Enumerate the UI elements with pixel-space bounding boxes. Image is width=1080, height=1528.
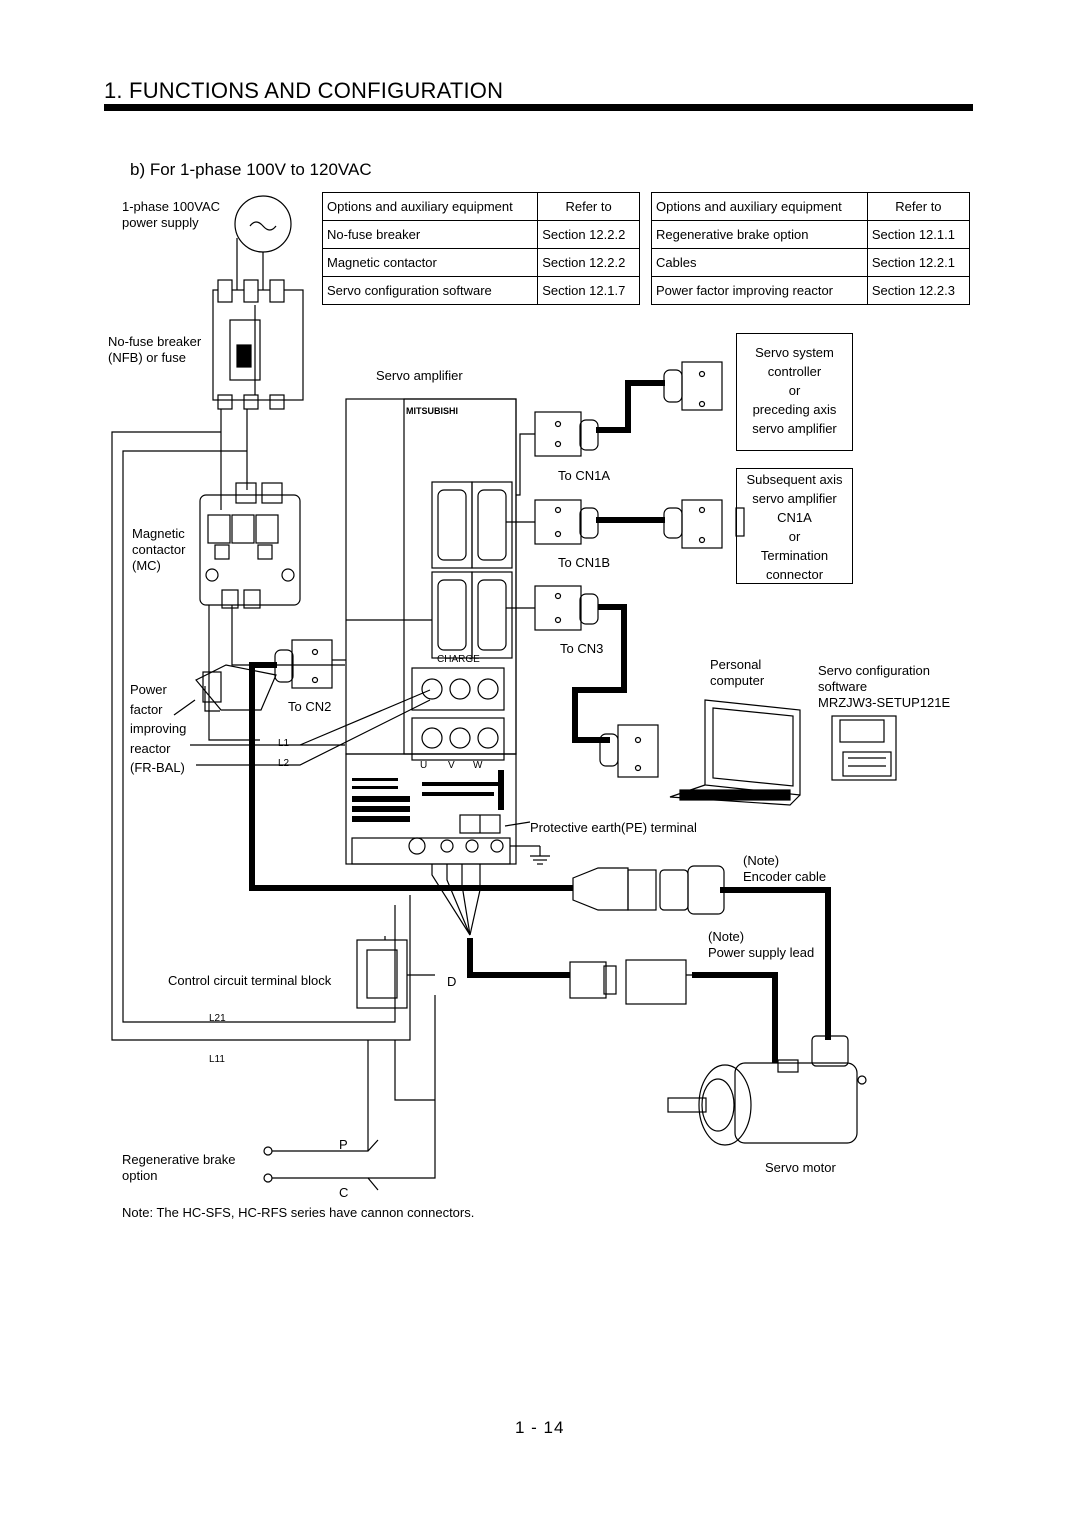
encoder-cable-label: (Note) Encoder cable [743,853,827,884]
table-cell: Section 12.2.1 [866,248,971,277]
table-header: Options and auxiliary equipment [321,192,539,221]
controller-box: Servo system controller or preceding axi… [736,333,853,451]
p-terminal-label: P [339,1137,348,1152]
table-cell: Cables [651,248,868,277]
table-row: Magnetic contactor Section 12.2.2 [321,248,640,277]
l2-label: L2 [278,758,290,769]
reference-table-left: Options and auxiliary equipment Refer to… [321,192,640,305]
pe-terminal-label: Protective earth(PE) terminal [530,820,697,835]
table-cell: Section 12.1.7 [537,276,640,305]
encoder-cable-line [249,662,573,891]
pc-label: Personal computer [710,657,765,688]
reference-table-right: Options and auxiliary equipment Refer to… [651,192,971,305]
power-supply-label: 1-phase 100VAC power supply [122,199,221,230]
page-number: 1 - 14 [515,1418,565,1437]
control-terminal-label: Control circuit terminal block [168,973,332,988]
footnote: Note: The HC-SFS, HC-RFS series have can… [122,1205,475,1220]
table-row: Servo configuration software Section 12.… [321,276,640,305]
servo-motor-label: Servo motor [765,1160,836,1175]
table-cell: No-fuse breaker [321,220,539,249]
table-cell: Section 12.1.1 [866,220,971,249]
subsequent-axis-box: Subsequent axis servo amplifier CN1A or … [736,468,853,584]
servo-amplifier-body [345,398,517,755]
header-rule [104,104,973,111]
power-lead-line [467,938,570,978]
l21-label: L21 [209,1013,226,1024]
to-cn1a-label: To CN1A [558,468,611,483]
floppy-disk [831,715,897,781]
nfb-body [212,289,304,401]
c-terminal-label: C [339,1185,349,1200]
v-terminal-label: V [448,760,455,771]
to-cn1b-label: To CN1B [558,555,611,570]
ac-source-symbol [234,195,292,253]
table-cell: Power factor improving reactor [651,276,868,305]
charge-label: CHARGE [437,654,480,665]
laptop-screen [704,699,801,796]
w-terminal-label: W [473,760,483,771]
to-cn3-label: To CN3 [560,641,604,656]
software-label: Servo configuration software MRZJW3-SETU… [818,663,951,710]
l11-label: L11 [209,1054,225,1065]
power-lead-to-motor [692,972,778,1063]
table-cell: Section 12.2.2 [537,220,640,249]
to-cn2-label: To CN2 [288,699,332,714]
table-header: Refer to [537,192,640,221]
l1-label: L1 [278,738,290,749]
servo-amplifier-label: Servo amplifier [376,368,463,383]
page-header-title: 1. FUNCTIONS AND CONFIGURATION [104,78,504,103]
section-subtitle: b) For 1-phase 100V to 120VAC [130,160,372,179]
table-cell: Magnetic contactor [321,248,539,277]
mc-body [199,494,301,606]
table-header: Options and auxiliary equipment [651,192,868,221]
table-cell: Servo configuration software [321,276,539,305]
mc-label: Magnetic contactor (MC) [132,526,186,573]
table-row: Cables Section 12.2.1 [651,248,971,277]
table-header: Refer to [866,192,971,221]
u-terminal-label: U [420,760,428,771]
power-lead-label: (Note) Power supply lead [708,929,815,960]
table-row: Power factor improving reactor Section 1… [651,276,971,305]
brand-logo-text: MITSUBISHI [406,406,459,416]
reactor-label: Power factor improving reactor (FR-BAL) [130,682,187,775]
nfb-label: No-fuse breaker (NFB) or fuse [108,334,202,365]
table-row: Regenerative brake option Section 12.1.1 [651,220,971,249]
table-cell: Regenerative brake option [651,220,868,249]
regen-option-label: Regenerative brake option [122,1152,236,1183]
servo-motor-body [734,1062,858,1144]
table-row: No-fuse breaker Section 12.2.2 [321,220,640,249]
d-terminal-label: D [447,974,457,989]
table-cell: Section 12.2.3 [866,276,971,305]
table-cell: Section 12.2.2 [537,248,640,277]
